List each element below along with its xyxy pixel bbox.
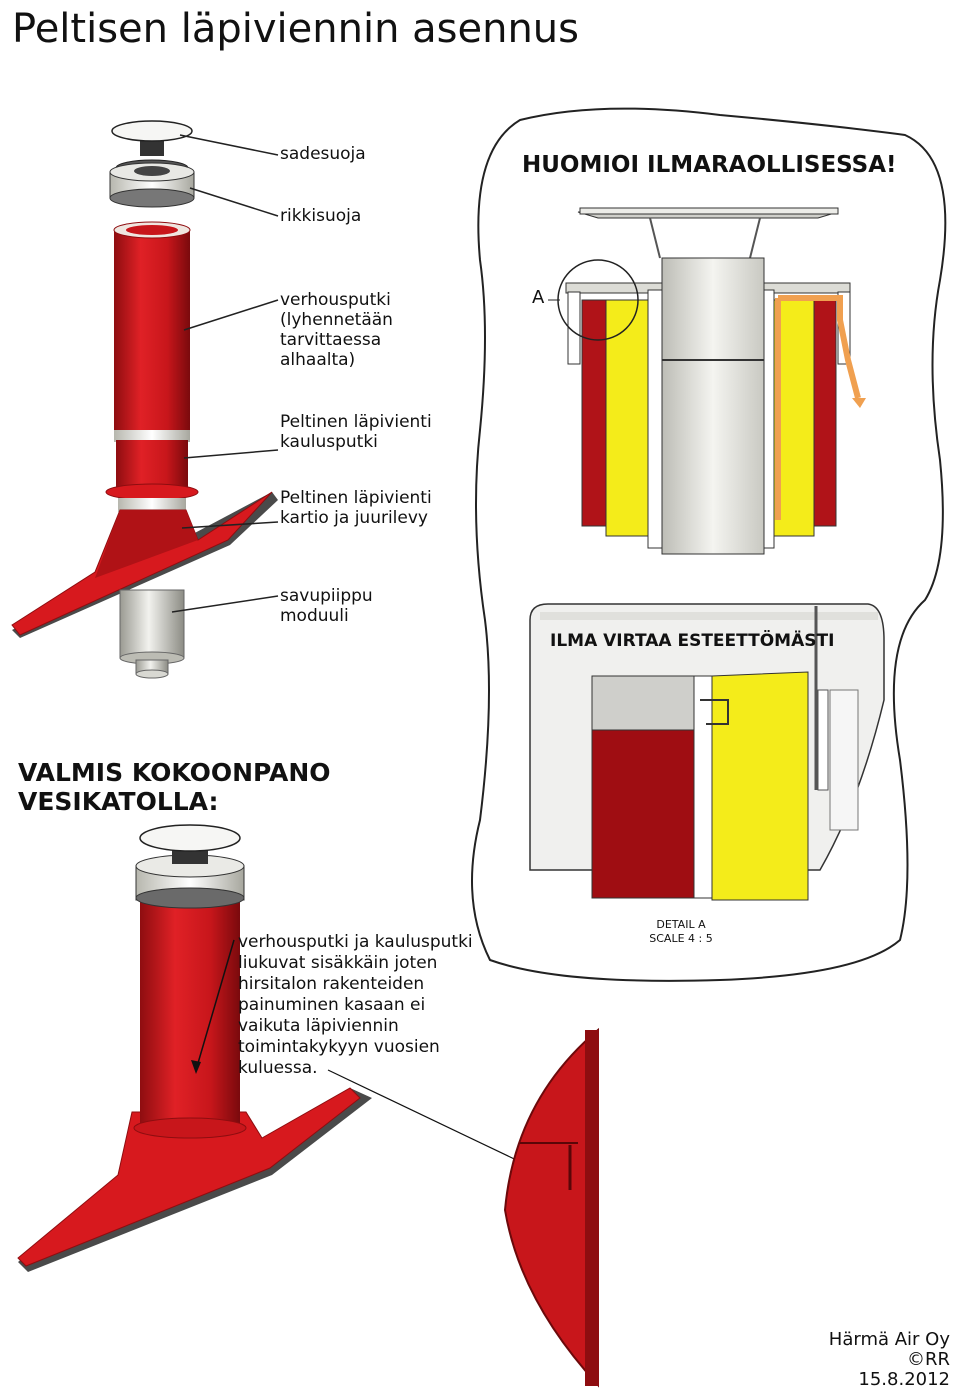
label-verhousputki: verhousputki (lyhennetään tarvittaessa a… xyxy=(280,290,393,370)
label-line: savupiippu xyxy=(280,586,373,606)
caption-line: SCALE 4 : 5 xyxy=(649,932,713,945)
top-cross-section xyxy=(548,207,866,555)
note-line: verhousputki ja kaulusputki xyxy=(238,932,473,952)
label-line: verhousputki xyxy=(280,290,391,310)
label-line: alhaalta) xyxy=(280,350,356,370)
note-line: liukuvat sisäkkäin joten xyxy=(238,953,438,973)
callout-heading: HUOMIOI ILMARAOLLISESSA! xyxy=(522,152,897,178)
callout-balloon xyxy=(471,107,947,982)
sliding-joint-detail xyxy=(503,1027,599,1388)
heading-line: VALMIS KOKOONPANO xyxy=(18,758,331,787)
label-line: tarvittaessa xyxy=(280,330,382,350)
label-kartio: Peltinen läpivienti kartio ja juurilevy xyxy=(280,488,432,528)
label-line: kartio ja juurilevy xyxy=(280,508,428,528)
label-rikkisuoja: rikkisuoja xyxy=(280,206,362,226)
caption-line: DETAIL A xyxy=(656,918,706,931)
cladding-pipe-part xyxy=(113,221,191,442)
note-line: toimintakykyyn vuosien xyxy=(238,1037,440,1057)
assembled-heading: VALMIS KOKOONPANO VESIKATOLLA: xyxy=(18,758,331,816)
heading-line: VESIKATOLLA: xyxy=(18,787,219,816)
label-line: kaulusputki xyxy=(280,432,378,452)
credits: Härmä Air Oy ©RR 15.8.2012 xyxy=(829,1330,950,1390)
label-line: (lyhennetään xyxy=(280,310,393,330)
collar-pipe-part xyxy=(105,440,199,512)
label-kaulusputki: Peltinen läpivienti kaulusputki xyxy=(280,412,432,452)
page-title: Peltisen läpiviennin asennus xyxy=(12,6,579,52)
assembled-view xyxy=(17,824,576,1272)
label-line: Peltinen läpivienti xyxy=(280,412,432,432)
leader-lines xyxy=(171,134,279,613)
detail-caption: DETAIL A SCALE 4 : 5 xyxy=(636,918,726,946)
detail-view xyxy=(529,603,885,901)
label-sadesuoja: sadesuoja xyxy=(280,144,366,164)
rain-cap-part xyxy=(111,120,193,156)
assembled-note: verhousputki ja kaulusputki liukuvat sis… xyxy=(238,932,473,1079)
copyright: ©RR xyxy=(906,1349,950,1370)
chimney-module-part xyxy=(119,589,185,679)
detail-heading: ILMA VIRTAA ESTEETTÖMÄSTI xyxy=(550,631,835,651)
date: 15.8.2012 xyxy=(858,1369,950,1390)
label-line: moduuli xyxy=(280,606,349,626)
label-line: Peltinen läpivienti xyxy=(280,488,432,508)
note-line: vaikuta läpiviennin xyxy=(238,1016,399,1036)
label-savupiippu: savupiippu moduuli xyxy=(280,586,373,626)
spark-guard-part xyxy=(109,159,195,208)
cone-base-part xyxy=(11,491,278,638)
note-line: kuluessa. xyxy=(238,1058,318,1078)
company-name: Härmä Air Oy xyxy=(828,1329,950,1350)
label-point-a: A xyxy=(532,287,545,308)
note-line: painuminen kasaan ei xyxy=(238,995,426,1015)
note-line: hirsitalon rakenteiden xyxy=(238,974,425,994)
exploded-assembly xyxy=(11,120,279,679)
